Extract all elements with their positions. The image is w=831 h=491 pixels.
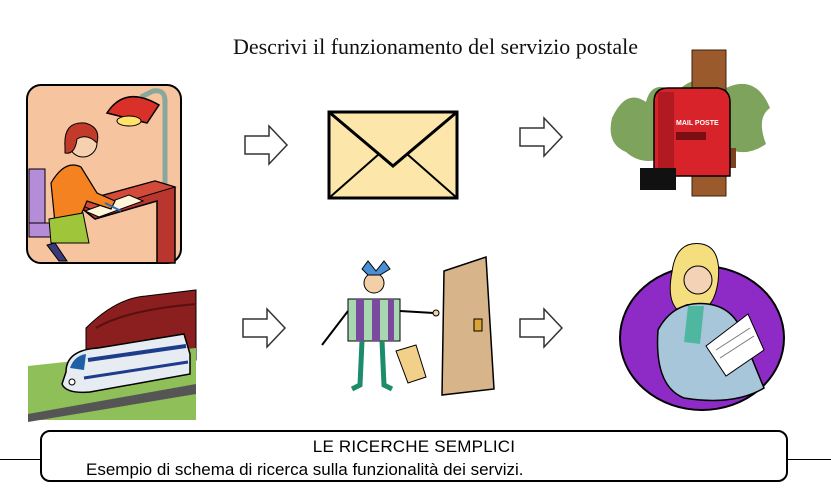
caption-heading: LE RICERCHE SEMPLICI	[312, 437, 516, 456]
page-title: Descrivi il funzionamento del servizio p…	[232, 34, 639, 59]
caption-subtitle: Esempio di schema di ricerca sulla funzi…	[86, 460, 524, 479]
envelope-illustration	[327, 110, 459, 200]
mailbox-illustration: MAIL POSTE	[606, 48, 776, 198]
right-arrow-icon	[518, 307, 564, 349]
right-arrow-icon	[518, 116, 564, 158]
right-arrow-icon	[243, 124, 289, 166]
woman-writing-letter-illustration	[25, 83, 183, 265]
woman-reading-letter-illustration	[614, 238, 788, 414]
train-illustration	[26, 288, 198, 422]
right-arrow-icon	[241, 307, 287, 349]
mailbox-label: MAIL POSTE	[676, 120, 719, 127]
postman-at-door-illustration	[318, 255, 504, 401]
caption-box: LE RICERCHE SEMPLICI Esempio di schema d…	[40, 430, 788, 482]
